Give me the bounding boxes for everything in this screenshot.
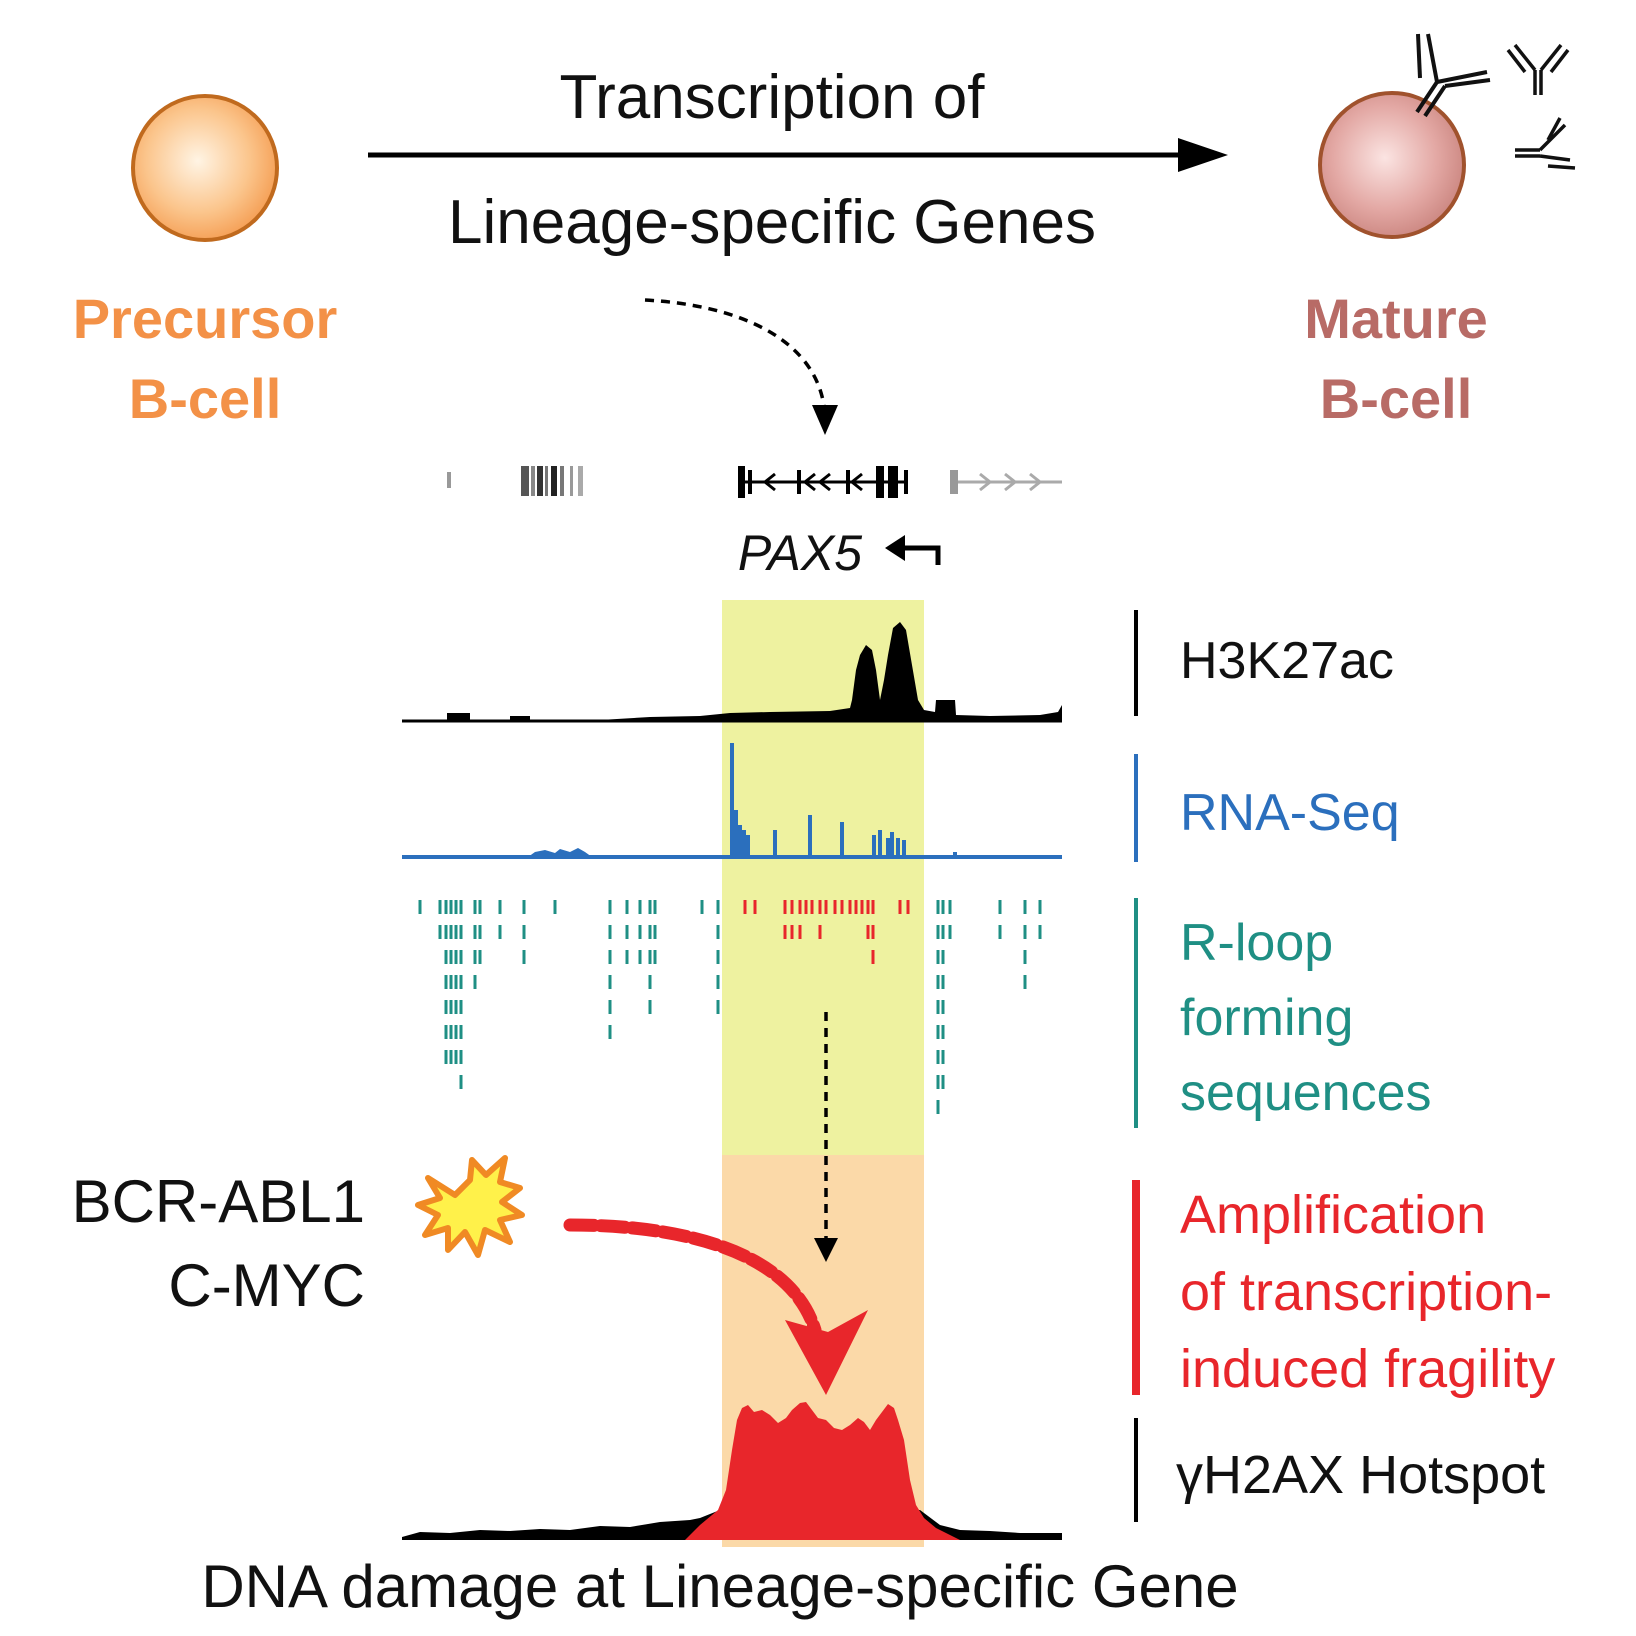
precursor-label-1: Precursor: [73, 287, 338, 350]
dashed-arrow-to-gene: [644, 298, 827, 416]
rloop-ticks-teal: [418, 900, 1042, 1125]
mature-cell: [1318, 91, 1466, 239]
rnaseq-label: RNA-Seq: [1180, 784, 1400, 842]
gh2ax-hotspot-signal: [685, 1402, 960, 1540]
gene-annotation-track: [447, 466, 1062, 498]
h3k27ac-label: H3K27ac: [1180, 632, 1394, 690]
burst-icon: [415, 1155, 525, 1258]
antibody-icon-bound: [1415, 33, 1491, 118]
rloop-label-2: forming: [1180, 989, 1353, 1047]
dashed-arrow-to-gene-head: [812, 405, 838, 435]
mature-label-1: Mature: [1304, 287, 1488, 350]
dashed-arrow-down-head: [814, 1238, 838, 1262]
rloop-label-3: sequences: [1180, 1064, 1432, 1122]
antibody-icon-free-1: [1506, 43, 1570, 95]
amplification-label-1: Amplification: [1180, 1185, 1486, 1245]
oncogene-label-1: BCR-ABL1: [72, 1168, 365, 1235]
rnaseq-peaks: [730, 743, 957, 857]
oncogene-label-2: C-MYC: [168, 1252, 365, 1319]
mature-label-2: B-cell: [1320, 367, 1473, 430]
gene-name-label: PAX5: [738, 525, 862, 581]
h3k27ac-signal: [402, 622, 1062, 722]
amplification-label-3: induced fragility: [1180, 1339, 1555, 1399]
red-dashed-arrow-head: [785, 1310, 868, 1395]
rloop-ticks-red: [743, 900, 910, 970]
rnaseq-signal: [528, 848, 592, 857]
antibody-icon-free-2: [1515, 117, 1576, 170]
amplification-label-2: of transcription-: [1180, 1262, 1552, 1322]
arrow-label-2: Lineage-specific Genes: [448, 188, 1096, 257]
precursor-cell: [131, 94, 279, 242]
arrow-label-1: Transcription of: [560, 63, 986, 132]
footer-caption: DNA damage at Lineage-specific Gene: [201, 1553, 1238, 1620]
precursor-label-2: B-cell: [129, 367, 282, 430]
transcription-direction-icon: [895, 545, 941, 565]
gh2ax-label: γH2AX Hotspot: [1176, 1445, 1545, 1505]
rloop-label-1: R-loop: [1180, 914, 1333, 972]
transcription-arrow-head: [1178, 138, 1228, 172]
red-dashed-arrow: [563, 1218, 822, 1337]
transcription-direction-arrowhead: [885, 535, 905, 561]
